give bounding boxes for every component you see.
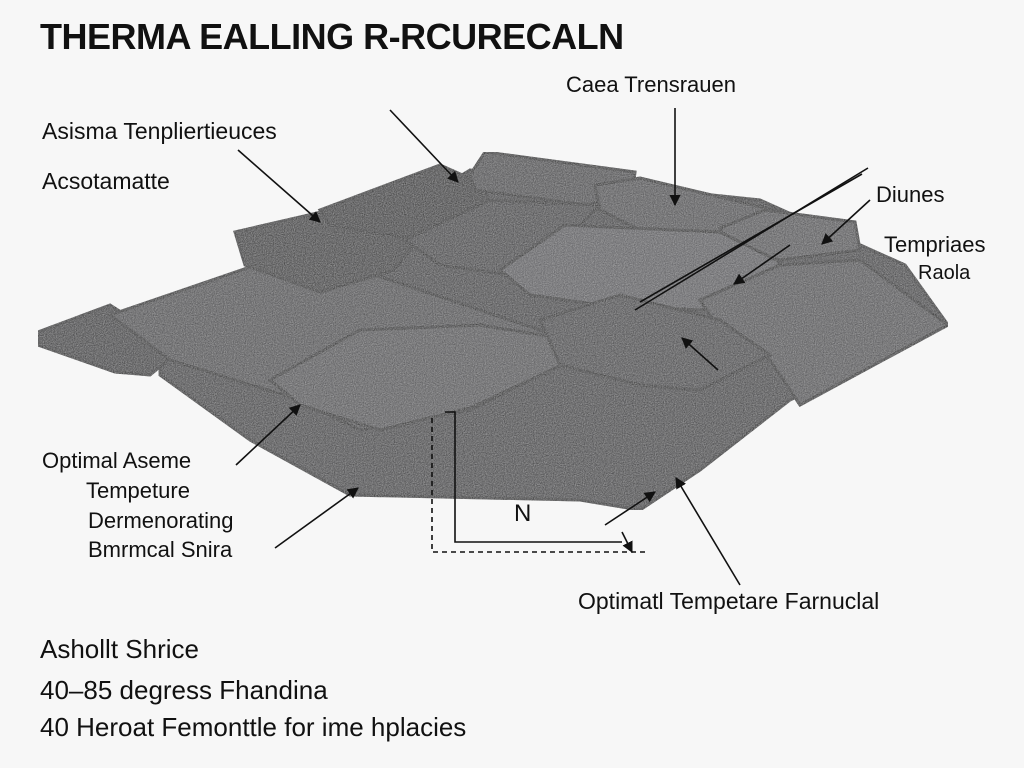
- label-left-bottom-1: Optimal Aseme: [42, 448, 192, 473]
- n-mark: N: [514, 500, 532, 527]
- label-bottom-center: Optimatl Tempetare Farnuclal: [578, 588, 880, 614]
- shingle-left-ledge: [36, 303, 183, 377]
- label-top-left-1: Asisma Tenpliertieuces: [42, 118, 277, 144]
- page-title: THERMA EALLING R-RCURECALN: [40, 16, 624, 57]
- shingle-stack: [36, 150, 951, 512]
- label-top-right: Caea Trensrauen: [566, 72, 736, 97]
- label-right-2b: Raola: [918, 262, 971, 284]
- shingle-lower-center: [537, 293, 773, 392]
- label-left-bottom-3: Dermenorating: [88, 508, 234, 533]
- label-right-2a: Tempriaes: [884, 232, 986, 257]
- label-left-bottom-2: Tempeture: [86, 478, 190, 503]
- footer-line-3: 40 Heroat Femonttle for ime hplacies: [40, 712, 467, 742]
- footer-line-2: 40–85 degress Fhandina: [40, 675, 328, 705]
- footer-line-1: Ashollt Shrice: [40, 634, 199, 664]
- label-top-left-2: Acsotamatte: [42, 168, 170, 194]
- label-left-bottom-4: Bmrmcal Snira: [88, 537, 233, 562]
- label-right-1: Diunes: [876, 182, 945, 207]
- leader-lines: [235, 108, 871, 586]
